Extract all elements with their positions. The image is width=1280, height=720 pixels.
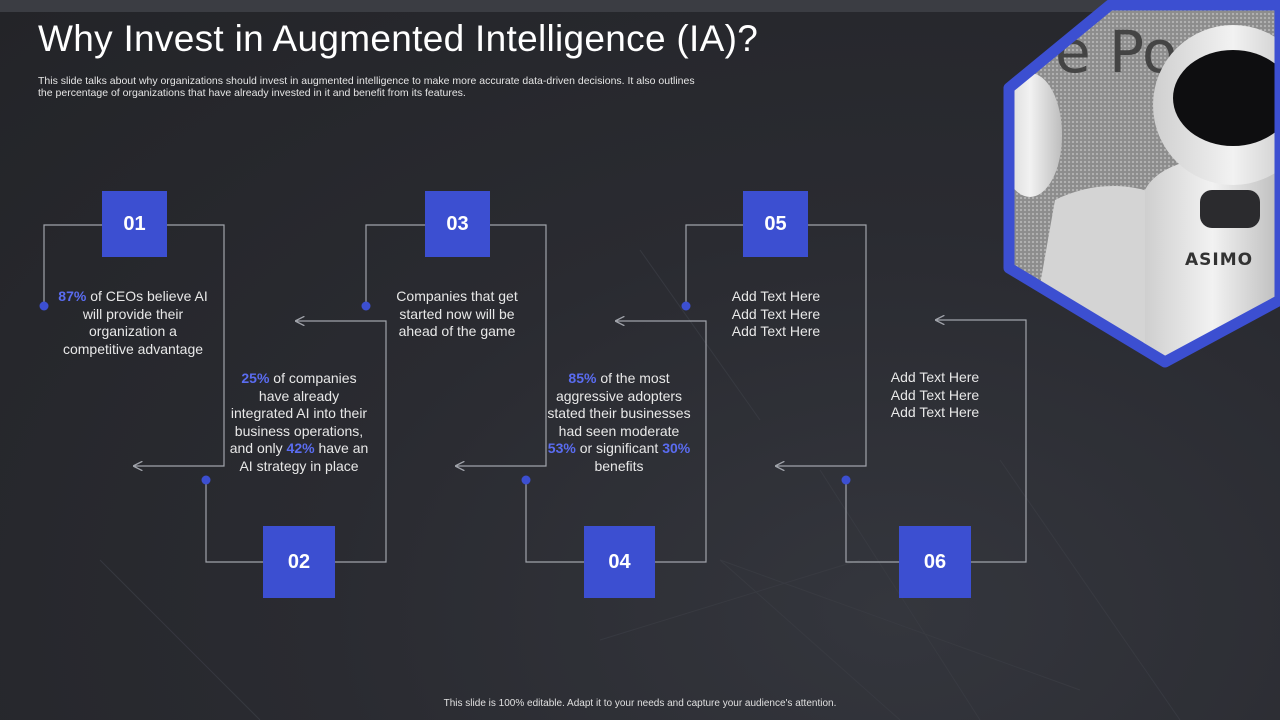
step-text-03: Companies that get started now will be a… [384,288,530,341]
hexagon-border [1003,0,1280,368]
robot-image-hexagon: e Po ASIMO [1003,0,1280,368]
text-segment: of CEOs believe AI will provide their or… [62,288,208,357]
step-05-line-2: Add Text Here [731,305,821,322]
text-segment: benefits [594,457,644,474]
top-bar [0,0,1280,12]
step-number-02: 02 [263,526,335,598]
connector-dot-05 [681,301,691,311]
step-text-01: 87% of CEOs believe AI will provide thei… [52,288,214,358]
robot-neck [1200,190,1260,228]
connector-01 [43,224,225,466]
connector-04 [525,321,707,563]
step-text-04: 85% of the most aggressive adopters stat… [544,370,694,476]
step-number-01: 01 [102,191,167,257]
highlight-percent: 42% [286,440,315,457]
highlight-percent: 53% [547,440,576,457]
highlight-percent: 30% [662,440,691,457]
step-number-04: 04 [584,526,655,598]
connector-06 [845,320,1027,563]
step-06-line-2: Add Text Here [890,386,980,403]
robot-visor [1173,50,1280,146]
step-05-line-1: Add Text Here [731,288,821,304]
step-text-06: Add Text Here Add Text Here Add Text Her… [865,369,1005,422]
connector-dot-03 [361,301,371,311]
robot-chest-label: ASIMO [1185,250,1253,270]
highlight-percent: 25% [241,370,270,386]
step-number-03: 03 [425,191,490,257]
connector-dot-02 [201,475,211,485]
step-number-06: 06 [899,526,971,598]
highlight-percent: 85% [568,370,597,386]
connector-dot-01 [39,301,49,311]
slide-subtitle: This slide talks about why organizations… [38,75,695,99]
text-segment: of the most aggressive adopters stated t… [547,370,691,439]
footer-note: This slide is 100% editable. Adapt it to… [443,698,837,709]
step-06-line-3: Add Text Here [890,404,980,421]
step-06-line-1: Add Text Here [890,369,980,385]
connector-dot-04 [521,475,531,485]
connector-02 [205,321,387,563]
connector-05 [685,224,867,466]
highlight-percent: 87% [58,288,87,304]
text-segment: of companies have already integrated AI … [229,370,368,457]
text-segment: have an AI strategy in place [239,440,369,474]
step-number-05: 05 [743,191,808,257]
slide-title: Why Invest in Augmented Intelligence (IA… [38,18,759,59]
text-segment: Companies that get started now will be a… [396,288,518,340]
step-text-05: Add Text Here Add Text Here Add Text Her… [706,288,846,341]
text-segment: or significant [575,440,663,457]
step-05-line-3: Add Text Here [731,323,821,340]
step-text-02: 25% of companies have already integrated… [228,370,370,476]
connector-dot-06 [841,475,851,485]
connector-03 [365,224,547,466]
